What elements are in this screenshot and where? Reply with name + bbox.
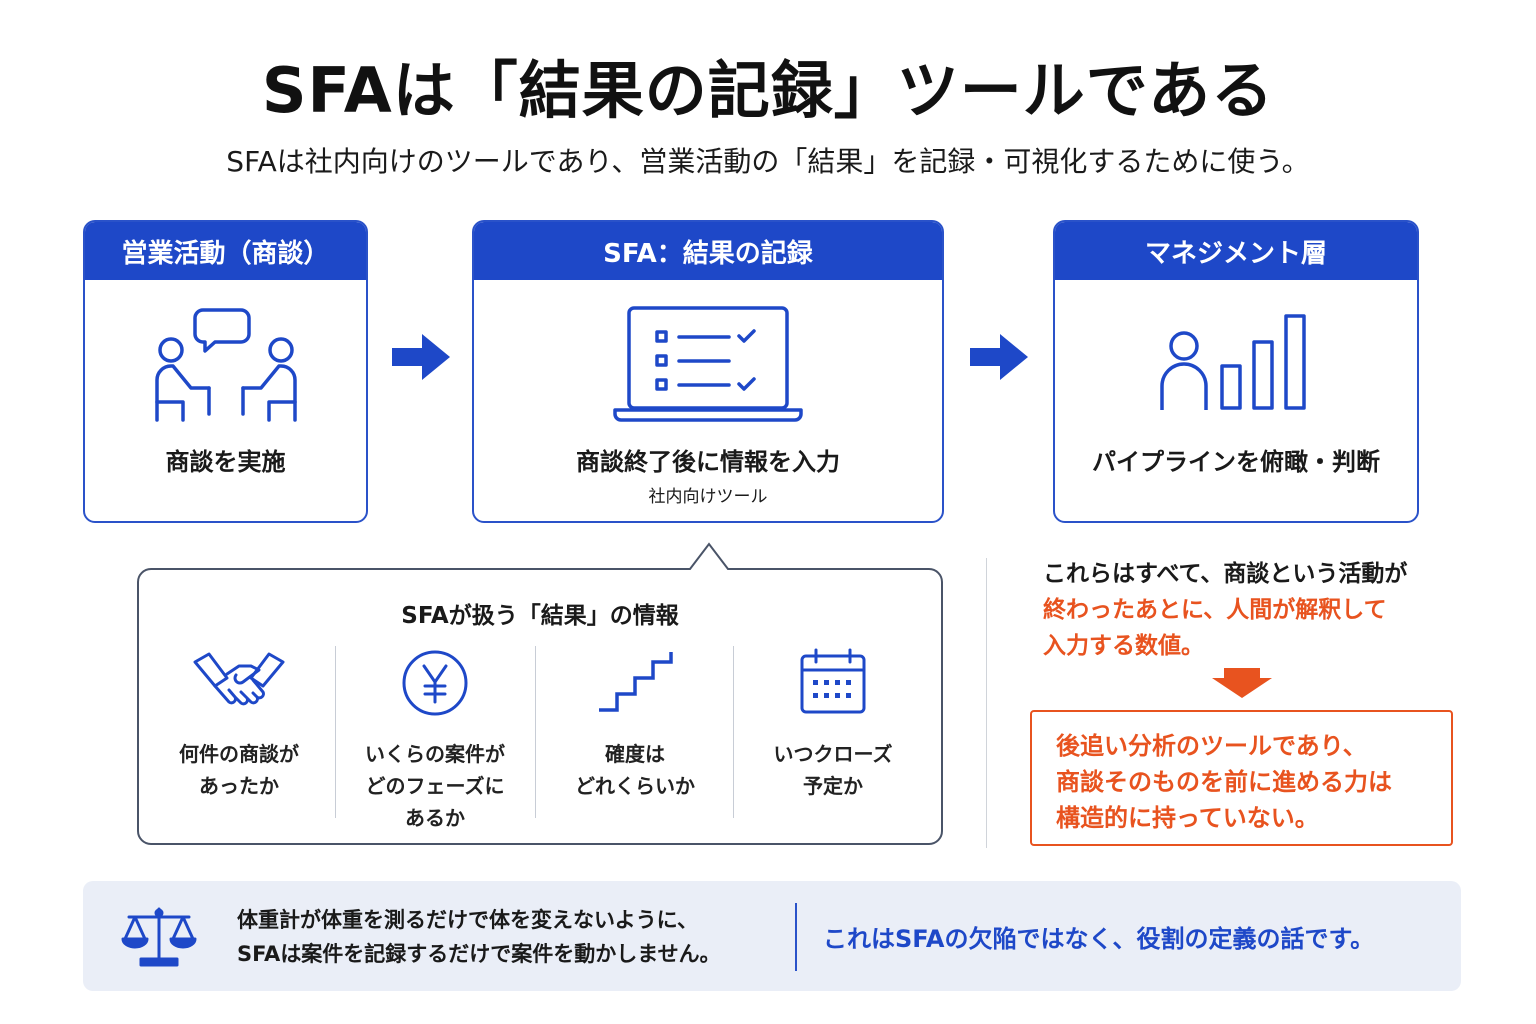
interpretation-note: これらはすべて、商談という活動が 終わったあとに、人間が解釈して 入力する数値。: [1043, 556, 1483, 664]
sfa-record-card: SFA：結果の記録 商談終了後に情報を入力 社内向けツール: [472, 220, 944, 523]
arrow-right-icon: [970, 334, 1028, 380]
management-header: マネジメント層: [1055, 222, 1417, 280]
yen-icon: [335, 648, 535, 718]
result-item: 何件の商談が あったか: [139, 648, 339, 818]
result-divider: [335, 646, 336, 818]
sales-activity-header: 営業活動（商談）: [85, 222, 366, 280]
sfa-record-text: 商談終了後に情報を入力: [576, 448, 840, 476]
result-item: 確度は どれくらいか: [535, 648, 735, 818]
section-divider: [986, 558, 987, 848]
sales-activity-card: 営業活動（商談） 商談を実施: [83, 220, 368, 523]
arrow-down-icon: [1212, 668, 1272, 698]
bottom-banner: 体重計が体重を測るだけで体を変えないように、 SFAは案件を記録するだけで案件を…: [83, 881, 1461, 991]
results-title: SFAが扱う「結果」の情報: [401, 603, 679, 629]
conclusion-box: 後追い分析のツールであり、 商談そのものを前に進める力は 構造的に持っていない。: [1030, 710, 1453, 846]
page-title: SFAは「結果の記録」ツールである: [261, 54, 1275, 127]
sales-activity-text: 商談を実施: [165, 448, 286, 476]
management-card: マネジメント層 パイプラインを俯瞰・判断: [1053, 220, 1419, 523]
note-line: これらはすべて、商談という活動が: [1043, 561, 1408, 587]
conclusion-line: 構造的に持っていない。: [1056, 804, 1319, 832]
result-item-label: いくらの案件が どのフェーズに あるか: [365, 742, 505, 830]
result-item-label: いつクローズ 予定か: [773, 742, 893, 798]
role-definition-text: これはSFAの欠陥ではなく、役割の定義の話です。: [823, 925, 1375, 953]
result-item: いくらの案件が どのフェーズに あるか: [335, 648, 535, 830]
balance-scale-icon: [121, 907, 197, 967]
note-line-highlight: 終わったあとに、人間が解釈して: [1043, 597, 1387, 623]
note-line-highlight: 入力する数値。: [1043, 633, 1204, 659]
result-item-label: 確度は どれくらいか: [575, 742, 695, 798]
calendar-icon: [733, 648, 933, 716]
result-divider: [535, 646, 536, 818]
arrow-right-icon: [392, 334, 450, 380]
result-item: いつクローズ 予定か: [733, 648, 933, 818]
result-item-label: 何件の商談が あったか: [179, 742, 299, 798]
banner-divider: [795, 903, 797, 971]
stairs-icon: [535, 648, 735, 714]
conclusion-line: 商談そのものを前に進める力は: [1056, 768, 1392, 796]
sfa-record-subtext: 社内向けツール: [648, 487, 768, 507]
sfa-record-header: SFA：結果の記録: [474, 222, 942, 280]
conclusion-line: 後追い分析のツールであり、: [1056, 732, 1367, 760]
meeting-icon: [85, 302, 366, 427]
results-callout: SFAが扱う「結果」の情報 何件の商談が あったか いくらの案件が どのフェーズ…: [137, 542, 943, 846]
result-divider: [733, 646, 734, 818]
management-text: パイプラインを俯瞰・判断: [1092, 448, 1380, 476]
laptop-checklist-icon: [474, 304, 942, 422]
page-subtitle: SFAは社内向けのツールであり、営業活動の「結果」を記録・可視化するために使う。: [226, 145, 1310, 178]
analogy-text: 体重計が体重を測るだけで体を変えないように、 SFAは案件を記録するだけで案件を…: [237, 908, 721, 966]
person-bar-chart-icon: [1055, 310, 1417, 414]
handshake-icon: [139, 648, 339, 714]
